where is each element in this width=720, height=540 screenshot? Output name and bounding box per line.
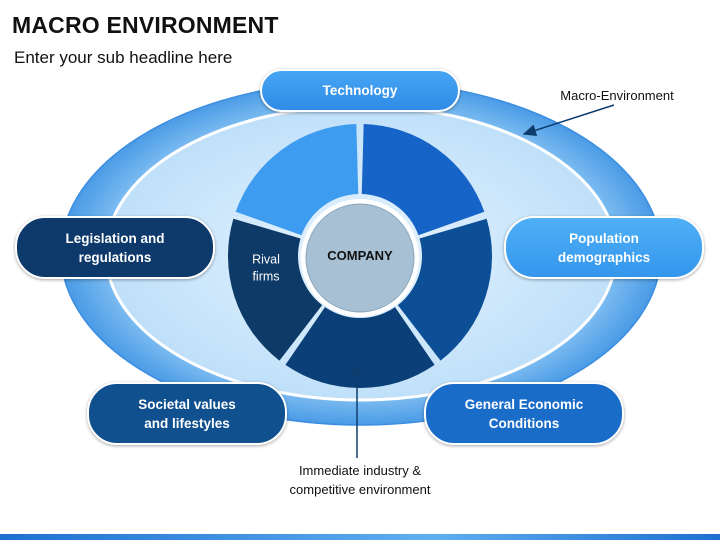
technology-pill: Technology	[260, 69, 460, 112]
macro-environment-label: Macro-Environment	[560, 88, 674, 103]
ring-segment-suppliers	[228, 218, 323, 361]
population-pill: Population demographics	[504, 216, 704, 279]
legislation-pill: Legislation and regulations	[15, 216, 215, 279]
ring-segment-new-entrants	[397, 218, 493, 361]
company-inner-circle	[305, 203, 415, 313]
page-subtitle: Enter your sub headline here	[14, 48, 233, 67]
bottom-accent-bar	[0, 534, 720, 540]
industry-ring: SuppliersSubstituteproductsBuyersNew ent…	[228, 124, 493, 388]
economic-pill: General Economic Conditions	[424, 382, 624, 445]
ring-segment-substitute	[235, 124, 359, 236]
macro-environment-arrow	[522, 104, 615, 137]
company-label: COMPANY	[327, 248, 393, 263]
societal-pill: Societal values and lifestyles	[87, 382, 287, 445]
ring-segment-rival	[285, 307, 435, 388]
page-title: MACRO ENVIRONMENT	[12, 12, 279, 38]
ring-segment-buyers	[361, 124, 485, 236]
industry-label: Immediate industry & competitive environ…	[289, 463, 431, 497]
